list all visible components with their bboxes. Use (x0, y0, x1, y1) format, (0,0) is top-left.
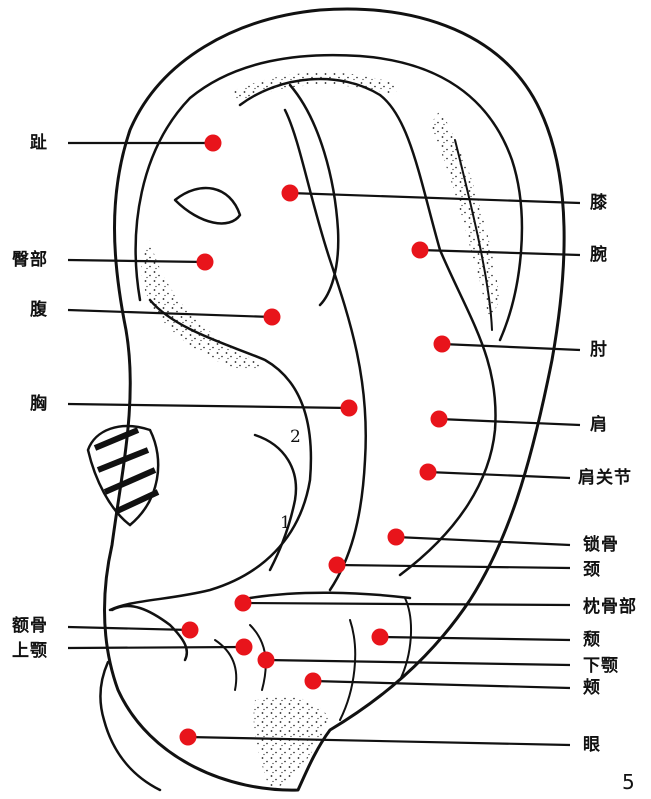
antitragus (250, 593, 410, 598)
pointer-line-wan (420, 250, 580, 255)
acupoint-label-nie: 颓 (583, 630, 601, 650)
acupoint-dot-jing (329, 557, 346, 574)
stipple-top (230, 72, 400, 102)
marker-1: 1 (280, 513, 291, 533)
acupoint-label-xiae: 下颚 (583, 656, 619, 676)
page-number: 5 (622, 770, 635, 794)
lower-crus (175, 188, 240, 223)
acupoint-label-tun: 臀部 (12, 250, 48, 270)
tragus (112, 606, 187, 660)
acupoint-label-fu: 腹 (30, 300, 48, 320)
acupoint-label-shange: 上颚 (12, 641, 48, 661)
acupoint-dot-jianguanjie (420, 464, 437, 481)
acupoint-dot-zhi (205, 135, 222, 152)
acupoint-dot-zhengubu (235, 595, 252, 612)
acupoint-label-wan: 腕 (590, 245, 608, 265)
acupoint-label-suogu: 锁骨 (583, 535, 619, 555)
pointer-line-xiong (68, 404, 349, 408)
acupoint-label-egu: 额骨 (12, 616, 48, 636)
acupoint-label-xi: 膝 (590, 193, 608, 213)
acupoint-dot-fu (264, 309, 281, 326)
pointer-line-yan (188, 737, 570, 745)
acupoint-dot-xiong (341, 400, 358, 417)
acupoint-dot-yan (180, 729, 197, 746)
pointer-line-jian (439, 419, 580, 425)
pointer-line-jianguanjie (428, 472, 570, 478)
acupoint-dot-tun (197, 254, 214, 271)
pointer-lines (68, 143, 580, 745)
pointer-line-nie (380, 637, 570, 640)
acupoint-dot-jia (305, 673, 322, 690)
acupoint-dot-xi (282, 185, 299, 202)
acupoint-label-jing: 颈 (583, 560, 601, 580)
acupoint-dot-suogu (388, 529, 405, 546)
lobule-line-3 (340, 620, 355, 720)
pointer-line-jing (337, 565, 570, 568)
acupoint-dot-xiae (258, 652, 275, 669)
lobule-line-4 (400, 598, 411, 680)
acupoint-label-zhou: 肘 (590, 340, 608, 360)
acupoint-label-jia: 颊 (583, 678, 601, 698)
acupoint-dots (180, 135, 451, 746)
ear-canal-stem (101, 662, 160, 790)
acupoint-label-zhengubu: 枕骨部 (583, 597, 637, 617)
pointer-line-zhou (442, 344, 580, 350)
acupoint-dot-wan (412, 242, 429, 259)
pointer-line-zhengubu (243, 603, 570, 605)
pointer-line-tun (68, 260, 205, 262)
acupoint-dot-zhou (434, 336, 451, 353)
acupoint-label-yan: 眼 (583, 735, 601, 755)
stipple-scapha (430, 110, 500, 320)
acupoint-dot-nie (372, 629, 389, 646)
acupoint-dot-jian (431, 411, 448, 428)
pointer-line-suogu (396, 537, 570, 545)
acupoint-label-xiong: 胸 (30, 394, 48, 414)
pointer-line-shange (68, 647, 244, 648)
acupoint-dot-shange (236, 639, 253, 656)
acupoint-label-jian: 肩 (590, 415, 608, 435)
marker-2: 2 (290, 427, 301, 447)
acupoint-label-jianguanjie: 肩关节 (578, 468, 632, 488)
acupoint-label-zhi: 趾 (30, 133, 48, 153)
acupoint-dot-egu (182, 622, 199, 639)
stipple-lobule (254, 696, 330, 790)
